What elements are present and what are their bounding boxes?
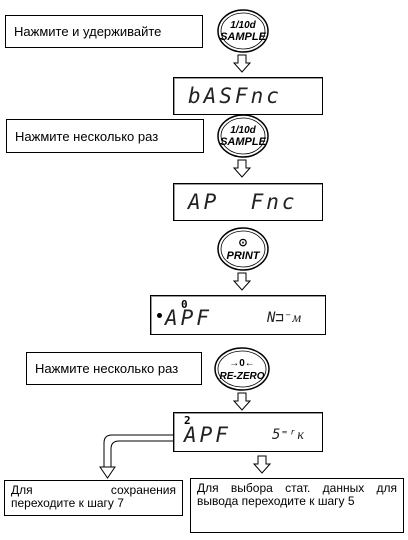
sample-button[interactable]: 1/10d SAMPLE bbox=[216, 113, 270, 159]
display-apf-s: 2 APF 5⁼ʳᴋ bbox=[173, 412, 323, 452]
instruction-press-repeat-2: Нажмите несколько раз bbox=[26, 352, 202, 385]
sample-button-label: SAMPLE bbox=[220, 31, 267, 43]
sample-button-top: 1/10d bbox=[230, 20, 256, 31]
print-button-label: PRINT bbox=[227, 250, 261, 262]
display-apf-s-indicator: 2 bbox=[184, 414, 191, 427]
branch-arrow-icon bbox=[99, 434, 174, 479]
display-apf-n-left: APF bbox=[165, 306, 212, 330]
down-arrow-icon bbox=[232, 159, 252, 178]
display-apf-s-left: APF bbox=[184, 423, 231, 447]
outcome-select: Для выбора стат. данных для вывода перех… bbox=[190, 478, 404, 533]
rezero-button-label: RE-ZERO bbox=[220, 371, 265, 382]
display-basfnc-text: bASFnc bbox=[188, 84, 282, 108]
rezero-button[interactable]: →0← RE-ZERO bbox=[212, 346, 272, 392]
print-button[interactable]: ⊙ PRINT bbox=[216, 226, 270, 272]
down-arrow-icon bbox=[232, 392, 252, 411]
display-apf-n-indicator: 0 bbox=[181, 298, 188, 311]
instruction-hold: Нажмите и удерживайте bbox=[5, 15, 203, 48]
display-basfnc: bASFnc bbox=[173, 77, 323, 115]
display-ap-fnc: AP Fnc bbox=[173, 183, 323, 221]
outcome-save: Для сохранения переходите к шагу 7 bbox=[4, 480, 183, 516]
display-apf-s-right: 5⁼ʳᴋ bbox=[272, 427, 304, 443]
display-ap-fnc-text: AP Fnc bbox=[188, 190, 298, 214]
down-arrow-icon bbox=[252, 455, 272, 474]
display-apf-n: 0 APF N⊐⁻ᴍ bbox=[150, 295, 326, 335]
outcome-select-text: Для выбора стат. данных для вывода перех… bbox=[197, 481, 397, 508]
down-arrow-icon bbox=[232, 54, 252, 73]
outcome-save-word1: Для bbox=[11, 483, 33, 497]
rezero-symbol-icon: →0← bbox=[229, 358, 255, 369]
outcome-save-word2: сохранения bbox=[110, 483, 176, 497]
sample-button-top: 1/10d bbox=[230, 125, 256, 136]
instruction-press-repeat-text: Нажмите несколько раз bbox=[15, 128, 159, 144]
instruction-hold-text: Нажмите и удерживайте bbox=[14, 24, 162, 39]
stable-dot-icon bbox=[157, 313, 162, 318]
sample-button-label: SAMPLE bbox=[220, 136, 267, 148]
instruction-press-repeat: Нажмите несколько раз bbox=[6, 119, 204, 153]
print-symbol-icon: ⊙ bbox=[238, 237, 247, 249]
display-apf-n-right: N⊐⁻ᴍ bbox=[267, 310, 301, 326]
down-arrow-icon bbox=[232, 272, 252, 291]
sample-button[interactable]: 1/10d SAMPLE bbox=[216, 8, 270, 54]
instruction-press-repeat-2-text: Нажмите несколько раз bbox=[35, 361, 179, 376]
outcome-save-line2: переходите к шагу 7 bbox=[11, 496, 124, 510]
